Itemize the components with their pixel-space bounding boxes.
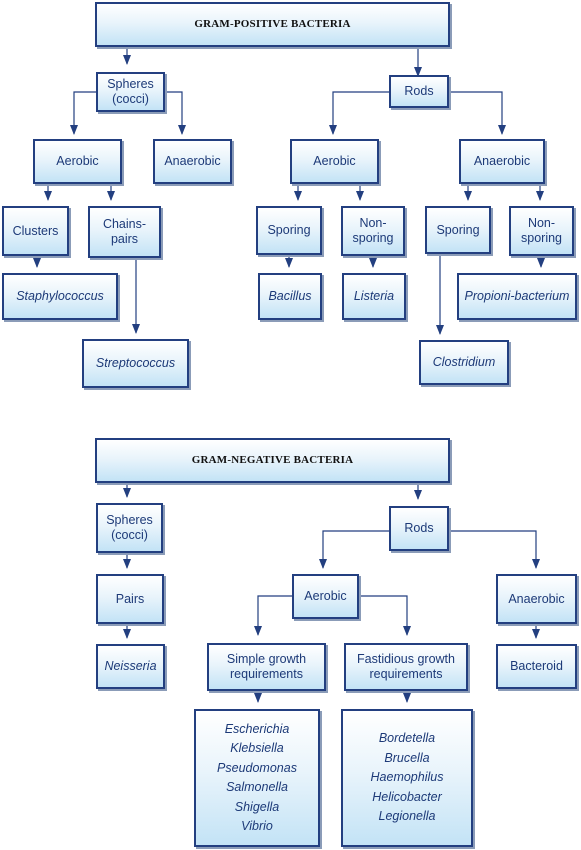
gp-anaerobic-sporing-label: Sporing — [436, 222, 480, 237]
gp-propionibacterium-label: Propioni-bacterium — [464, 289, 570, 303]
gp-aerobic-non-sporing-box: Non- sporing — [341, 206, 405, 256]
gn-bacteroid-box: Bacteroid — [496, 644, 577, 689]
gn-simple-growth-label: Simple growth requirements — [226, 652, 307, 681]
gp-anaerobic-sporing-box: Sporing — [425, 206, 491, 254]
gp-anaerobic-non-sporing-label: Non- sporing — [521, 216, 562, 245]
connector — [448, 91, 506, 135]
genus-salmonella: Salmonella — [226, 780, 288, 794]
gp-rods-anaerobic-label: Anaerobic — [473, 154, 531, 168]
genus-klebsiella: Klebsiella — [230, 741, 284, 755]
gp-rods-box: Rods — [389, 75, 449, 108]
gp-listeria-box: Listeria — [342, 273, 406, 320]
gn-neisseria-label: Neisseria — [104, 659, 157, 673]
gp-clusters-label: Clusters — [12, 223, 59, 238]
gn-aerobic-label: Aerobic — [304, 589, 347, 603]
gn-rods-box: Rods — [389, 506, 449, 551]
gn-fastidious-growth-box: Fastidious growth requirements — [344, 643, 468, 691]
genus-shigella: Shigella — [234, 799, 280, 814]
gp-rods-aerobic-box: Aerobic — [290, 139, 379, 184]
gp-rods-anaerobic-box: Anaerobic — [459, 139, 545, 184]
gp-streptococcus-label: Streptococcus — [95, 356, 176, 370]
gp-streptococcus-box: Streptococcus — [82, 339, 189, 388]
genus-escherichia: Escherichia — [224, 721, 290, 736]
gn-anaerobic-label: Anaerobic — [508, 591, 565, 606]
gp-aerobic-non-sporing-label: Non- sporing — [352, 216, 394, 245]
connector — [254, 595, 293, 636]
gn-neisseria-box: Neisseria — [96, 644, 165, 689]
gn-spheres-box: Spheres (cocci) — [96, 503, 163, 553]
gp-propionibacterium-box: Propioni-bacterium — [457, 273, 577, 320]
gn-fastidious-genera-box: Bordetella Brucella Haemophilus Helicoba… — [341, 709, 473, 847]
gp-staphylococcus-box: Staphylococcus — [2, 273, 118, 320]
gn-pairs-box: Pairs — [96, 574, 164, 624]
gram-negative-title: GRAM-NEGATIVE BACTERIA — [191, 454, 354, 466]
gram-positive-title-box: GRAM-POSITIVE BACTERIA — [95, 2, 450, 47]
gn-simple-growth-box: Simple growth requirements — [207, 643, 326, 691]
connector — [319, 530, 389, 569]
gp-rods-aerobic-label: Aerobic — [313, 154, 356, 168]
genus-vibrio: Vibrio — [241, 819, 273, 833]
connector — [358, 595, 411, 636]
gram-positive-title: GRAM-POSITIVE BACTERIA — [194, 18, 351, 30]
gp-spheres-aerobic-label: Aerobic — [56, 154, 99, 168]
gp-bacillus-label: Bacillus — [268, 289, 312, 303]
gp-clostridium-box: Clostridium — [419, 340, 509, 385]
gn-bacteroid-label: Bacteroid — [510, 659, 563, 673]
gp-spheres-anaerobic-label: Anaerobic — [164, 154, 221, 168]
genus-legionella: Legionella — [378, 809, 436, 824]
genus-brucella: Brucella — [384, 750, 430, 765]
gp-clusters-box: Clusters — [2, 206, 69, 256]
genus-bordetella: Bordetella — [378, 731, 436, 746]
gp-clostridium-label: Clostridium — [432, 355, 496, 369]
gn-anaerobic-box: Anaerobic — [496, 574, 577, 624]
gp-listeria-label: Listeria — [353, 289, 395, 303]
gp-chains-pairs-label: Chains- pairs — [102, 217, 147, 246]
gn-aerobic-box: Aerobic — [292, 574, 359, 619]
gp-rods-label: Rods — [404, 84, 434, 98]
connector — [70, 91, 97, 135]
connector — [448, 530, 540, 569]
genus-helicobacter: Helicobacter — [372, 789, 442, 804]
gp-spheres-aerobic-box: Aerobic — [33, 139, 122, 184]
gram-negative-title-box: GRAM-NEGATIVE BACTERIA — [95, 438, 450, 483]
gn-simple-genera-box: Escherichia Klebsiella Pseudomonas Salmo… — [194, 709, 320, 847]
gp-bacillus-box: Bacillus — [258, 273, 322, 320]
gp-chains-pairs-box: Chains- pairs — [88, 206, 161, 258]
gp-spheres-anaerobic-box: Anaerobic — [153, 139, 232, 184]
gp-spheres-box: Spheres (cocci) — [96, 72, 165, 112]
gn-fastidious-growth-label: Fastidious growth requirements — [357, 652, 455, 681]
gp-aerobic-sporing-label: Sporing — [267, 223, 311, 237]
genus-haemophilus: Haemophilus — [370, 770, 444, 785]
gp-anaerobic-non-sporing-box: Non- sporing — [509, 206, 574, 256]
gp-spheres-label: Spheres (cocci) — [107, 77, 154, 106]
gn-spheres-label: Spheres (cocci) — [106, 513, 153, 542]
gp-staphylococcus-label: Staphylococcus — [16, 289, 104, 303]
gp-aerobic-sporing-box: Sporing — [256, 206, 322, 255]
genus-pseudomonas: Pseudomonas — [217, 760, 297, 775]
connector — [329, 91, 389, 135]
gn-rods-label: Rods — [404, 521, 434, 535]
gn-pairs-label: Pairs — [115, 591, 145, 606]
connector — [164, 91, 186, 135]
